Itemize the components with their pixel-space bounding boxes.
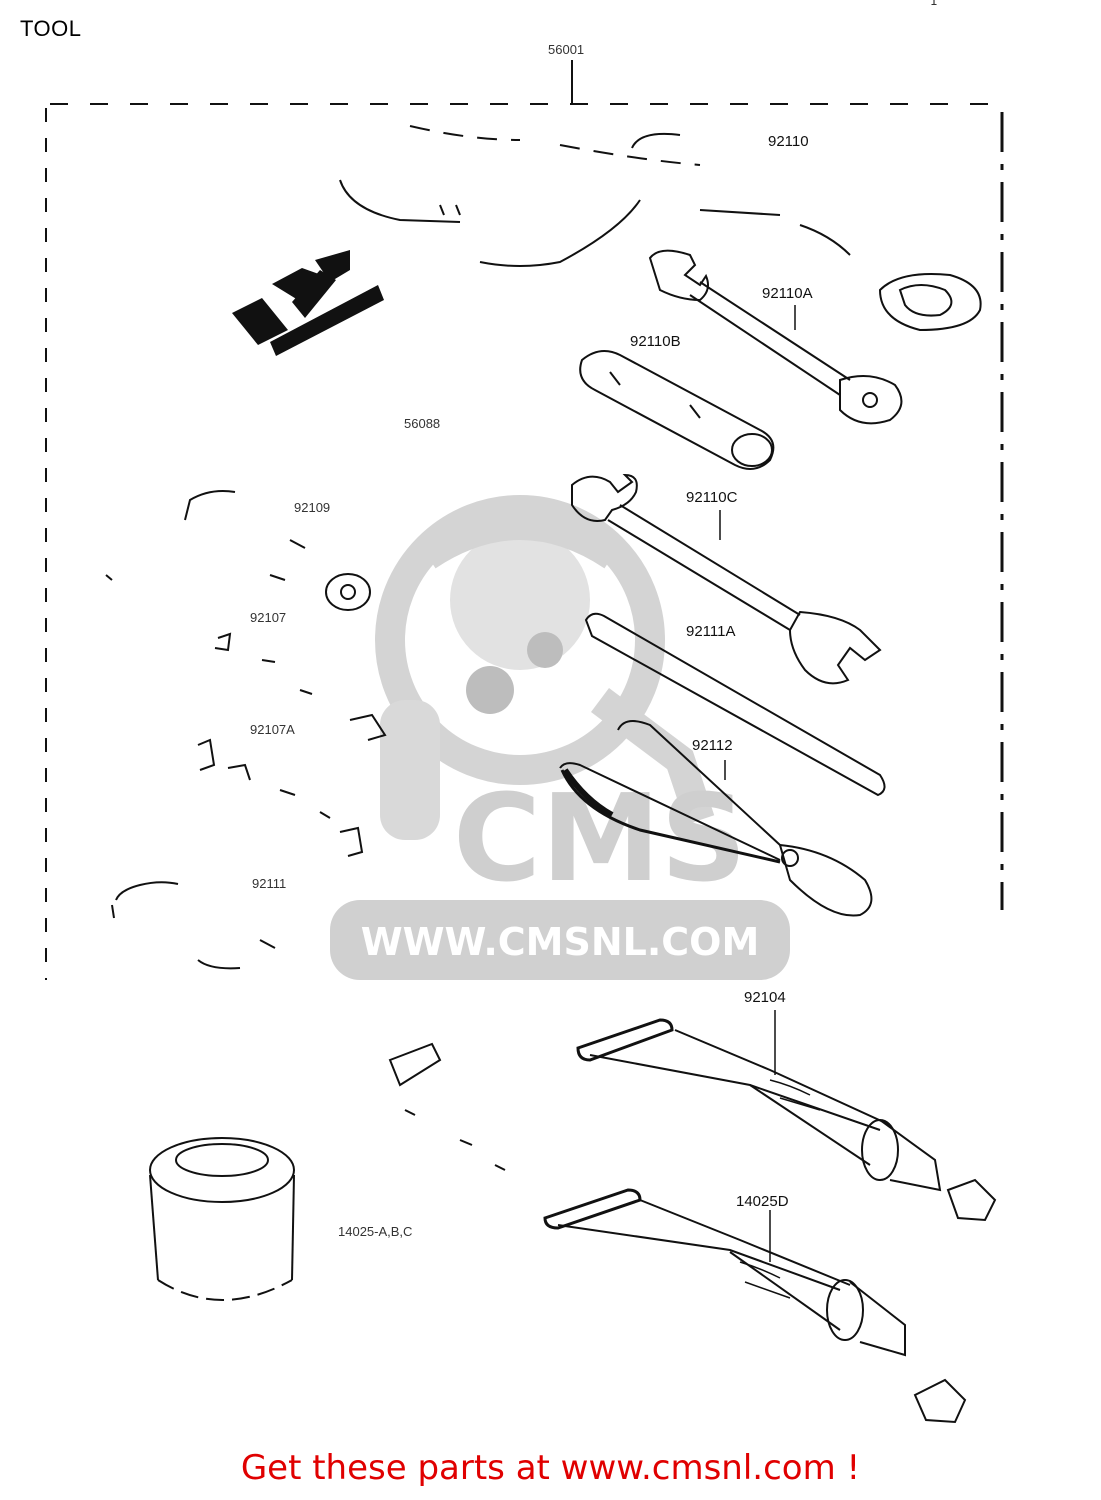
ring-wrench-92110: [631, 132, 982, 332]
label-92111: 92111: [252, 876, 286, 891]
label-92107A: 92107A: [250, 722, 295, 737]
screwdriver-bits-92109: [105, 490, 371, 611]
screwdriver-92107: [214, 632, 313, 695]
tool-kit-group-frame: [45, 60, 1004, 980]
label-14025D: 14025D: [736, 1193, 789, 1210]
kawasaki-logo-icon: [232, 250, 384, 356]
label-92107: 92107: [250, 610, 286, 625]
label-92112: 92112: [692, 737, 733, 754]
watermark-url: WWW.CMSNL.COM: [361, 920, 760, 964]
pliers-92112: [559, 720, 873, 917]
section-title: TOOL: [20, 16, 82, 41]
tool-handle-92111: [111, 881, 506, 1171]
leader-lines: [719, 305, 796, 1262]
grease-tube-92104: [576, 1018, 997, 1222]
grease-tube-14025D: [543, 1188, 967, 1424]
part-number-labels: 56001 92110 92110A 92110B 56088 92110C 9…: [250, 42, 813, 1239]
wrench-92110A: [648, 249, 903, 425]
box-spanner-92110B: [579, 350, 775, 470]
label-92109: 92109: [294, 500, 330, 515]
cms-watermark: CMS WWW.CMSNL.COM: [330, 495, 790, 980]
label-92110C: 92110C: [686, 489, 738, 506]
tool-bag-56001: [339, 125, 851, 267]
label-92110: 92110: [768, 133, 809, 150]
footer-parts-link[interactable]: Get these parts at www.cmsnl.com !: [240, 1448, 861, 1488]
label-56001: 56001: [548, 42, 584, 57]
label-92111A: 92111A: [686, 623, 736, 640]
label-92104: 92104: [744, 989, 786, 1006]
screwdriver-92107A: [197, 713, 387, 857]
open-wrench-92110C: [571, 473, 882, 685]
oil-can-14025ABC: [149, 1137, 295, 1301]
watermark-brand: CMS: [453, 770, 747, 909]
page-reference: 1: [930, 0, 938, 8]
label-92110B: 92110B: [630, 333, 681, 350]
label-14025ABC: 14025-A,B,C: [338, 1224, 412, 1239]
label-56088: 56088: [404, 416, 440, 431]
label-92110A: 92110A: [762, 285, 813, 302]
screwdriver-shaft-92111A: [584, 612, 886, 797]
